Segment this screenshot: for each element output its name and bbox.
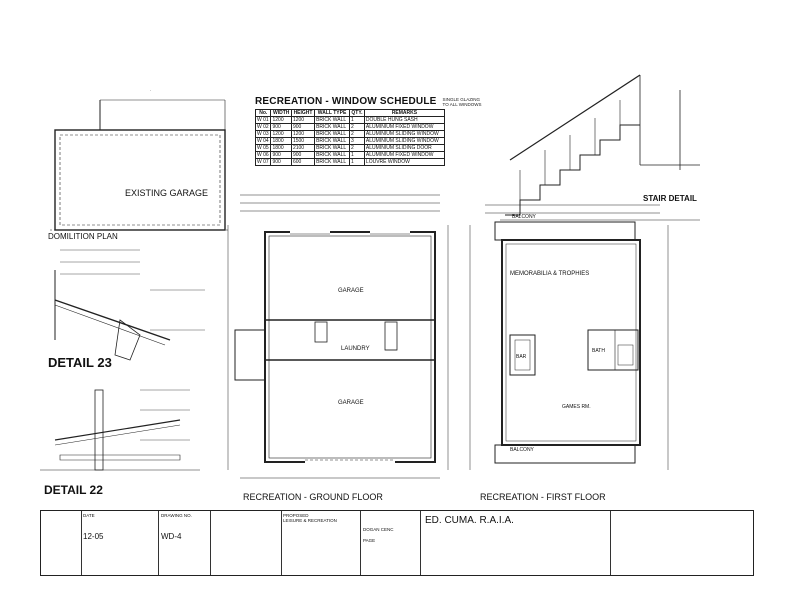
drawing-no-label: DRAWING NO. <box>161 513 192 518</box>
title-block-date-cell: DATE 12-05 <box>81 511 159 575</box>
first-floor-title: RECREATION - FIRST FLOOR <box>480 492 606 502</box>
ground-garage-bottom-label: GARAGE <box>338 400 364 406</box>
title-block-revisions <box>41 511 82 575</box>
ground-floor-title: RECREATION - GROUND FLOOR <box>243 492 383 502</box>
drawing-no-value: WD-4 <box>161 532 182 541</box>
header-no: No. <box>254 109 272 117</box>
demolition-plan <box>50 99 230 231</box>
header-wall-type: WALL TYPE <box>314 109 351 117</box>
ground-laundry-label: LAUNDRY <box>341 346 370 352</box>
firm-name: ED. CUMA. R.A.I.A. <box>425 515 514 526</box>
page-label: PAGE <box>363 538 376 543</box>
drawn-by: DOGAN CENC <box>363 527 394 532</box>
title-block-address <box>611 511 753 575</box>
project-value: LEISURE & RECREATION <box>283 518 337 523</box>
table-header-row: No. WIDTH HEIGHT WALL TYPE QTY. REMARKS <box>254 109 446 117</box>
stair-detail-title: STAIR DETAIL <box>643 194 697 203</box>
title-block-firm-cell: ED. CUMA. R.A.I.A. <box>421 511 611 575</box>
date-value: 12-05 <box>83 532 104 541</box>
first-games-label: GAMES RM. <box>562 404 591 410</box>
first-bath-label: BATH <box>592 348 605 354</box>
detail-23-drawing <box>54 249 205 361</box>
demolition-plan-title: DOMILITION PLAN <box>48 232 118 241</box>
ground-floor-plan <box>227 194 449 479</box>
header-qty: QTY. <box>349 109 365 117</box>
header-height: HEIGHT <box>290 109 316 117</box>
header-remarks: REMARKS <box>363 109 446 117</box>
window-schedule: RECREATION - WINDOW SCHEDULE SINGLE GLAZ… <box>254 96 485 166</box>
detail-23-title: DETAIL 23 <box>48 355 112 370</box>
demolition-note: · <box>150 88 151 93</box>
title-block-notes <box>211 511 282 575</box>
title-block-drawing-no-cell: DRAWING NO. WD-4 <box>159 511 211 575</box>
stair-detail-drawing <box>500 74 700 221</box>
window-schedule-table: No. WIDTH HEIGHT WALL TYPE QTY. REMARKS … <box>254 109 446 166</box>
first-bar-label: BAR <box>516 354 527 360</box>
title-block-project-cell: PROPOSED LEISURE & RECREATION <box>281 511 361 575</box>
date-label: DATE <box>83 513 95 518</box>
first-balcony-top-label: BALCONY <box>512 214 537 220</box>
title-block: DATE 12-05 DRAWING NO. WD-4 PROPOSED LEI… <box>40 510 754 576</box>
ground-garage-top-label: GARAGE <box>338 288 364 294</box>
existing-garage-label: EXISTING GARAGE <box>125 188 208 198</box>
header-width: WIDTH <box>270 109 292 117</box>
title-block-drawn-cell: DOGAN CENC PAGE <box>361 511 421 575</box>
window-schedule-note: SINGLE GLAZING TO ALL WINDOWS <box>442 97 482 107</box>
first-balcony-bottom-label: BALCONY <box>510 447 535 453</box>
detail-22-drawing <box>40 389 200 471</box>
first-memorabilia-label: MEMORABILIA & TROPHIES <box>510 271 589 277</box>
project-label: PROPOSED <box>283 513 309 518</box>
first-floor-plan <box>469 204 669 470</box>
detail-22-title: DETAIL 22 <box>44 483 103 497</box>
window-schedule-title: RECREATION - WINDOW SCHEDULE <box>255 96 437 107</box>
